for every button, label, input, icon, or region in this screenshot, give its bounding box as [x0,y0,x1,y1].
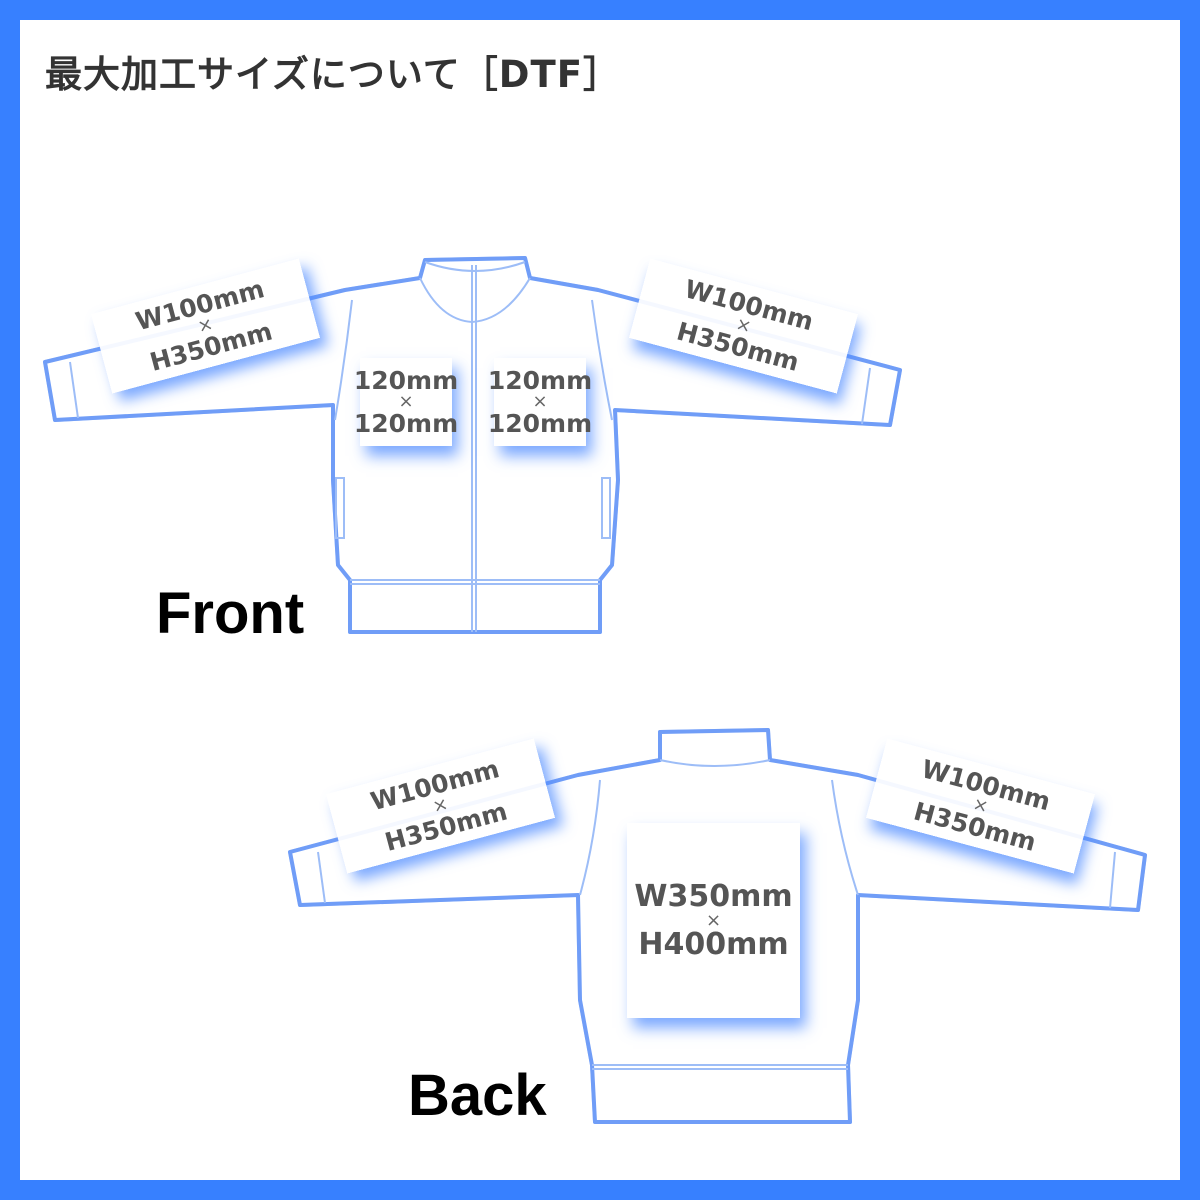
front-jacket-details [69,261,871,632]
page-title: 最大加工サイズについて［DTF］ [45,53,622,96]
front-view-label: Front [156,581,305,646]
times-sign: × [398,391,414,412]
width-label: W350mm [634,878,793,914]
back-center-print-area: W350mm × H400mm [627,823,800,1018]
height-label: H400mm [638,926,789,962]
back-view-label: Back [408,1063,547,1128]
width-label: 120mm [487,366,593,395]
height-label: 120mm [353,409,459,438]
front-right-chest-print-area: 120mm × 120mm [488,358,592,446]
times-sign: × [705,909,722,931]
back-jacket-details [317,759,1116,1070]
times-sign: × [532,391,548,412]
front-left-chest-print-area: 120mm × 120mm [354,358,458,446]
height-label: 120mm [487,409,593,438]
width-label: 120mm [353,366,459,395]
